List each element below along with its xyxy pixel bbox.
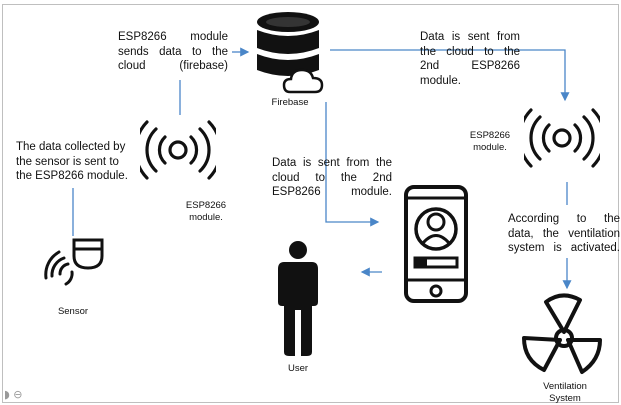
firebase-label: Firebase: [271, 97, 309, 108]
user-label: User: [287, 363, 309, 374]
database-cloud-icon: [257, 12, 324, 94]
user-icon: [278, 241, 318, 356]
wireless-signal-icon: [524, 108, 600, 168]
cloud-to-phone-text: Data is sent from the cloud to the 2nd E…: [272, 157, 392, 198]
esp-left-label: ESP8266 module.: [185, 200, 227, 223]
wireless-signal-icon: [140, 120, 216, 180]
esp-right-label: ESP8266 module.: [469, 130, 511, 153]
diagram-frame: [2, 4, 619, 403]
sensor-label: Sensor: [57, 306, 89, 317]
esp-sends-text: ESP8266 module sends data to the cloud (…: [118, 31, 228, 72]
connector-firebase-to-esp2: [330, 49, 570, 102]
smartphone-contact-icon: [404, 185, 468, 303]
according-text: According to the data, the ventilation s…: [508, 213, 620, 254]
cloud-to-esp2-text: Data is sent from the cloud to the 2nd E…: [420, 31, 520, 87]
corner-mark: ◗ ⊖: [4, 388, 23, 401]
sensor-icon: [44, 238, 104, 286]
ventilation-label: Ventilation System: [543, 381, 587, 404]
fan-icon: [522, 293, 602, 374]
connector-firebase-to-phone: [325, 102, 380, 227]
sensor-collected-text: The data collected by the sensor is sent…: [16, 141, 128, 182]
